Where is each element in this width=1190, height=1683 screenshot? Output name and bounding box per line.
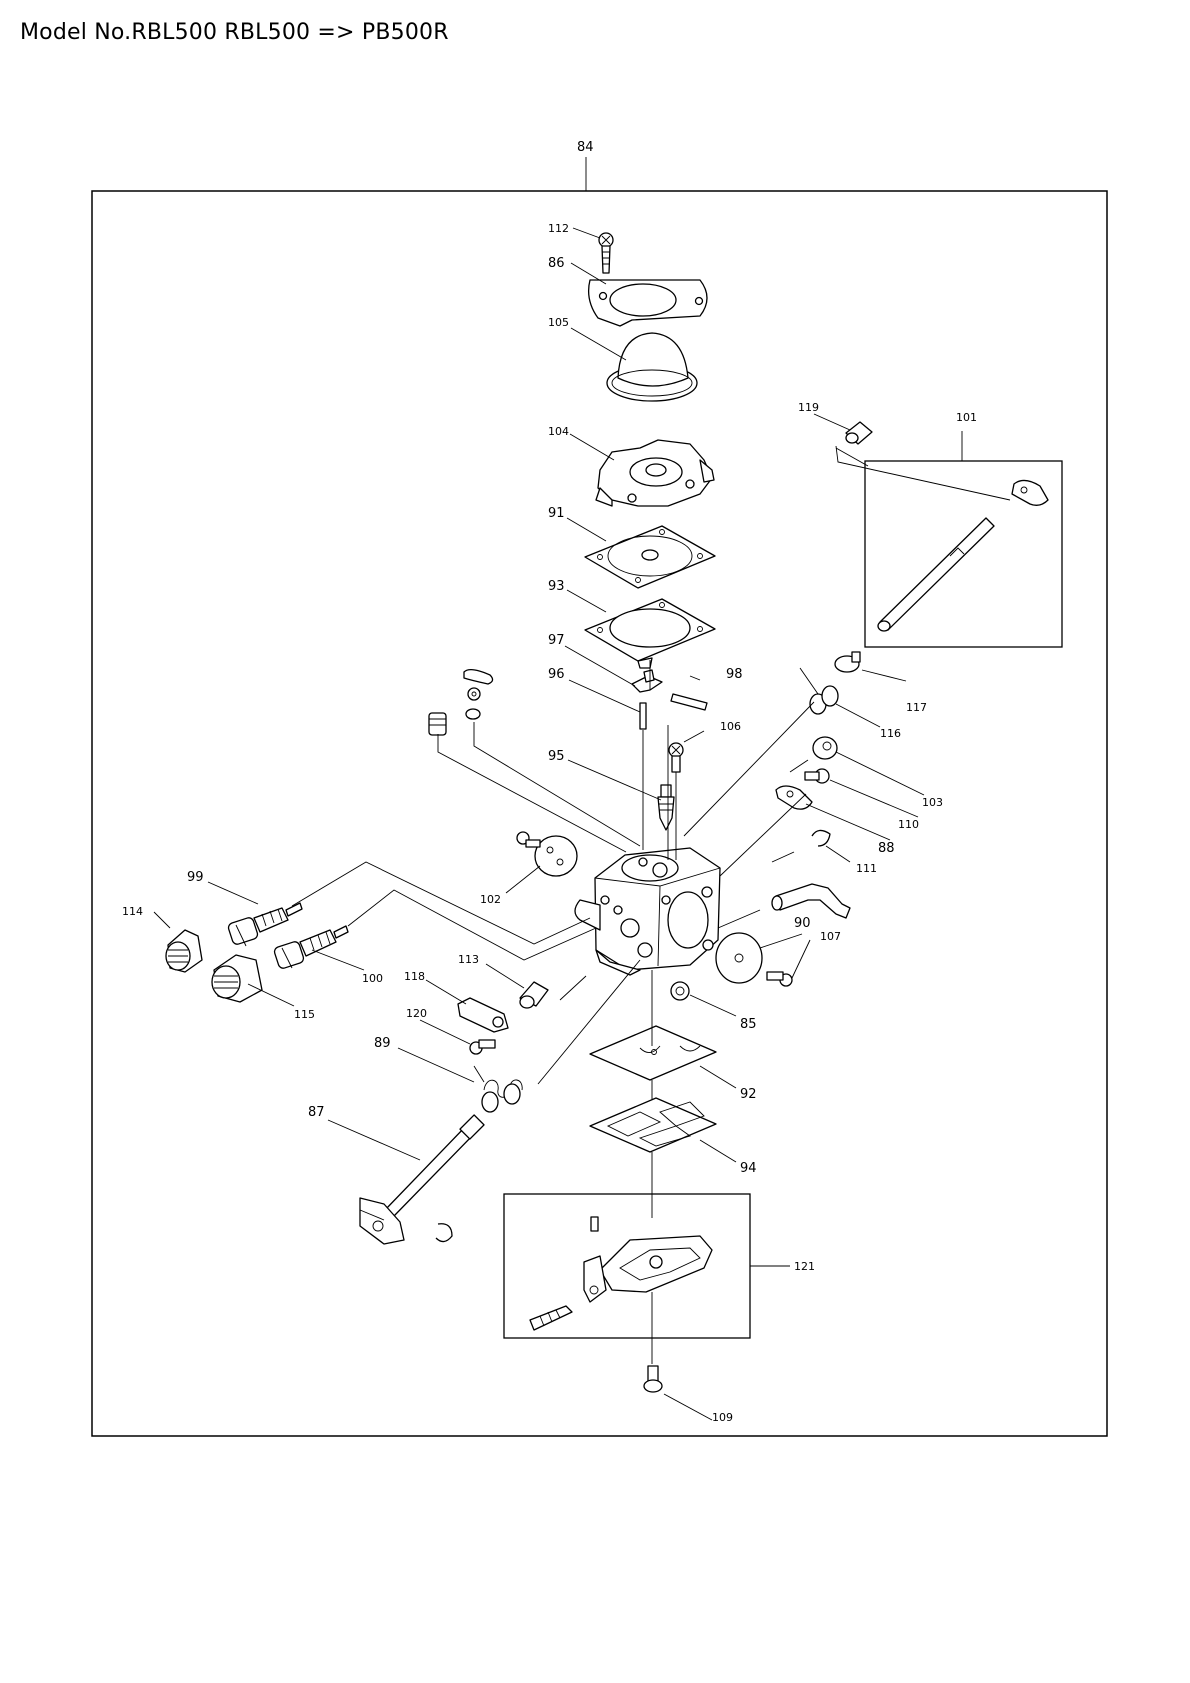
part-96-pin <box>639 702 647 730</box>
part-label: 105 <box>548 316 569 329</box>
leader-lines <box>153 227 1011 1421</box>
part-fuel-hose <box>771 883 851 919</box>
part-93-gasket <box>584 598 716 669</box>
part-119-sleeve <box>845 421 873 445</box>
part-86-gasket <box>587 279 708 327</box>
part-label: 86 <box>548 256 565 271</box>
part-90-plate <box>715 932 763 984</box>
part-114-limiter-cap <box>165 929 203 973</box>
part-label: 91 <box>548 506 565 521</box>
part-label: 120 <box>406 1007 427 1020</box>
part-103-collar <box>812 736 838 760</box>
part-102-throttle-plate <box>516 831 578 877</box>
part-label: 97 <box>548 633 565 648</box>
part-label: 104 <box>548 425 569 438</box>
part-label: 109 <box>712 1411 733 1424</box>
part-94-gasket <box>589 1097 717 1153</box>
part-87-throttle-shaft <box>359 1114 485 1245</box>
assembly-frame <box>91 190 1108 1437</box>
part-label: 99 <box>187 870 204 885</box>
part-89-spring <box>473 1065 523 1113</box>
part-label: 117 <box>906 701 927 714</box>
part-99-adjusting-screw <box>227 902 303 947</box>
part-115-limiter-cap <box>211 954 263 1003</box>
part-104-pump-cover <box>595 439 715 507</box>
part-label-84: 84 <box>577 140 594 155</box>
part-carburetor-body <box>574 847 721 976</box>
part-label: 88 <box>878 841 895 856</box>
part-105-primer-bulb <box>606 332 698 402</box>
part-100-adjusting-screw <box>273 925 349 969</box>
part-label: 92 <box>740 1087 757 1102</box>
part-label: 107 <box>820 930 841 943</box>
part-small-jet <box>428 712 447 736</box>
part-label: 121 <box>794 1260 815 1273</box>
part-small-key <box>463 668 494 720</box>
part-label: 115 <box>294 1008 315 1021</box>
part-95-inlet-needle <box>657 784 675 831</box>
part-111-clip <box>811 829 831 847</box>
part-label: 112 <box>548 222 569 235</box>
part-label: 100 <box>362 972 383 985</box>
part-98-pin <box>670 693 708 711</box>
part-label: 114 <box>122 905 143 918</box>
part-118-bracket <box>457 997 509 1033</box>
part-106-screw <box>668 742 684 773</box>
part-label: 85 <box>740 1017 757 1032</box>
part-97-metering-lever <box>631 669 663 693</box>
part-107-screw <box>766 971 793 987</box>
subassembly-box-101 <box>864 460 1063 648</box>
page-title: Model No.RBL500 RBL500 => PB500R <box>20 20 449 45</box>
part-116-spring <box>799 667 839 715</box>
part-label: 93 <box>548 579 565 594</box>
part-label: 101 <box>956 411 977 424</box>
part-label: 106 <box>720 720 741 733</box>
part-label: 95 <box>548 749 565 764</box>
part-label: 87 <box>308 1105 325 1120</box>
part-label: 111 <box>856 862 877 875</box>
part-label: 113 <box>458 953 479 966</box>
part-101-choke-shaft <box>877 479 1049 632</box>
part-label: 98 <box>726 667 743 682</box>
part-91-diaphragm <box>584 525 716 589</box>
part-label: 119 <box>798 401 819 414</box>
part-label: 102 <box>480 893 501 906</box>
part-label: 103 <box>922 796 943 809</box>
part-85-nut <box>670 981 690 1001</box>
part-label: 118 <box>404 970 425 983</box>
part-121-metering-cover-assembly <box>529 1216 713 1331</box>
part-112-screw <box>598 232 614 274</box>
part-label: 116 <box>880 727 901 740</box>
part-92-diaphragm <box>589 1025 717 1081</box>
part-88-detent <box>775 785 813 810</box>
part-113-sleeve <box>519 981 549 1009</box>
part-label: 96 <box>548 667 565 682</box>
part-117-choke-knob <box>834 651 861 673</box>
part-110-screw <box>804 768 830 784</box>
part-120-screw <box>469 1039 496 1055</box>
part-label: 90 <box>794 916 811 931</box>
part-label: 89 <box>374 1036 391 1051</box>
part-label: 110 <box>898 818 919 831</box>
part-label: 94 <box>740 1161 757 1176</box>
part-109-screw <box>643 1365 663 1393</box>
